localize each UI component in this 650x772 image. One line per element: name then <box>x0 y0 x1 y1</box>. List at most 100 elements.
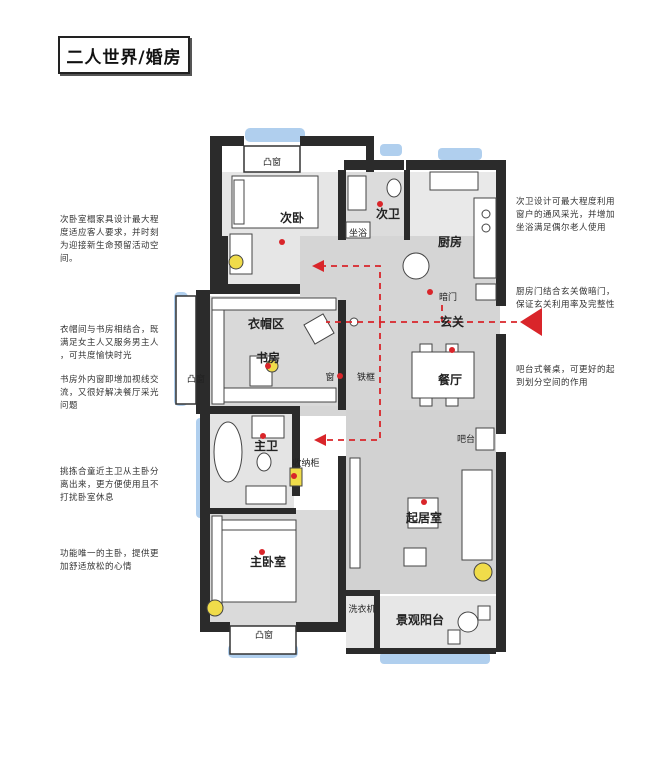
study-bookshelf <box>223 387 337 403</box>
note-line: 加舒适放松的心情 <box>60 562 133 572</box>
note-line: 窗户的通风采光，并增加 <box>516 210 616 220</box>
label-shower: 坐浴 <box>349 228 367 239</box>
wall <box>366 136 374 172</box>
circulation-path <box>322 322 381 441</box>
note-line: ，可共度愉快时光 <box>60 351 133 361</box>
wall <box>196 406 296 414</box>
bay-window-left <box>175 295 197 405</box>
kitchen-counter-top <box>429 171 479 191</box>
note-master-bedroom: 功能唯一的主卧，提供更 加舒适放松的心情 <box>60 548 190 574</box>
wall <box>346 590 380 596</box>
note-line: 衣帽间与书房相结合，既 <box>60 325 160 335</box>
circulation-path <box>318 265 381 322</box>
note-cloakroom: 衣帽间与书房相结合，既 满足女主人又服务男主人 ，可共度愉快时光 <box>60 324 190 363</box>
window-glow <box>438 148 482 160</box>
wall <box>346 648 496 654</box>
window-glow <box>245 128 305 142</box>
note-line: 次卧室榻家具设计最大程 <box>60 215 160 225</box>
stove-burner <box>481 223 491 233</box>
direction-arrow-icon <box>314 434 326 446</box>
label-second-bath: 次卫 <box>376 206 400 221</box>
marker-dot <box>449 347 455 353</box>
window-glow <box>380 652 490 664</box>
balcony-table <box>457 611 479 633</box>
page-title: 二人世界/婚房 <box>58 36 190 74</box>
wall <box>338 456 346 628</box>
label-cloakroom: 衣帽区 <box>248 316 284 331</box>
note-line: 次卫设计可最大程度利用 <box>516 197 616 207</box>
label-master-bath: 主卫 <box>254 438 278 453</box>
note-line: 问题 <box>60 401 79 411</box>
bar-stool <box>445 397 459 407</box>
label-washer-storage: 收纳柜 <box>292 457 319 469</box>
bathtub <box>213 421 243 483</box>
label-bar: 吧台 <box>457 433 475 445</box>
bar-table <box>411 351 475 399</box>
marker-dot <box>259 549 265 555</box>
note-line: 功能唯一的主卧，提供更 <box>60 549 160 559</box>
marker-dot <box>260 433 266 439</box>
label-laundry: 洗衣机 <box>348 603 375 615</box>
note-master-bath: 挑拣合童近主卫从主卧分 离出来，更方便使用且不 打扰卧室休息 <box>60 466 190 505</box>
wall <box>222 236 228 284</box>
wall <box>210 136 222 286</box>
stove-burner <box>481 209 491 219</box>
note-study-window: 书房外内窗即增加视线交 流，又很好解决餐厅采光 问题 <box>60 374 190 413</box>
bay-window-bottom <box>229 625 297 655</box>
wall <box>338 170 346 240</box>
note-line: 坐浴满足偶尔老人使用 <box>516 223 607 233</box>
wall <box>210 136 244 146</box>
balcony-chair <box>447 629 461 645</box>
label-entrance: 玄关 <box>440 314 464 329</box>
note-line: 满足女主人又服务男主人 <box>60 338 160 348</box>
vanity <box>347 175 367 211</box>
balcony-chair <box>477 605 491 621</box>
wall <box>292 406 300 496</box>
marker-dot <box>377 201 383 207</box>
marker-dot <box>421 499 427 505</box>
kitchen-counter-side <box>473 197 497 279</box>
label-balcony: 景观阳台 <box>396 612 444 627</box>
toilet <box>386 178 402 198</box>
wall <box>404 170 410 240</box>
note-line: 挑拣合童近主卫从主卧分 <box>60 467 160 477</box>
note-line: 吧台式餐桌，可更好的起 <box>516 365 616 375</box>
marker-dot <box>291 473 297 479</box>
lamp <box>473 562 493 582</box>
wall <box>406 160 506 170</box>
label-bay-window-top: 凸窗 <box>263 156 281 168</box>
bar-stool <box>419 343 433 353</box>
label-hidden-door: 暗门 <box>439 291 457 303</box>
bed-headboard <box>221 519 297 531</box>
circulation-lines <box>318 265 528 441</box>
label-second-bedroom: 次卧 <box>280 210 304 225</box>
note-line: 为迎接新生命预留活动空 <box>60 241 160 251</box>
bed-master <box>221 519 297 603</box>
label-bay-window-left: 凸窗 <box>187 373 205 385</box>
tv-cabinet <box>349 457 361 569</box>
wardrobe-shelf <box>211 297 337 311</box>
marker-dot <box>427 289 433 295</box>
note-line: 保证玄关利用率及完整性 <box>516 300 616 310</box>
note-line: 间。 <box>60 254 79 264</box>
note-line: 离出来，更方便使用且不 <box>60 480 160 490</box>
fridge <box>475 283 497 301</box>
label-dining: 餐厅 <box>438 372 462 387</box>
note-line: 到划分空间的作用 <box>516 378 589 388</box>
label-master-bedroom: 主卧室 <box>250 554 286 569</box>
lamp <box>228 254 244 270</box>
note-line: 打扰卧室休息 <box>60 493 115 503</box>
label-kitchen: 厨房 <box>438 234 462 249</box>
armchair <box>403 547 427 567</box>
label-living: 起居室 <box>405 510 442 525</box>
label-window: 窗 <box>325 371 334 383</box>
bath-sink <box>245 485 287 505</box>
bed-second <box>231 175 319 229</box>
wall <box>210 284 300 294</box>
note-line: 度适应客人要求，并时刻 <box>60 228 160 238</box>
window-glow <box>380 144 402 156</box>
note-second-bedroom: 次卧室榻家具设计最大程 度适应客人要求，并时刻 为迎接新生命预留活动空 间。 <box>60 214 190 266</box>
wall <box>200 508 296 514</box>
sofa <box>461 469 493 561</box>
bath-toilet <box>256 452 272 472</box>
